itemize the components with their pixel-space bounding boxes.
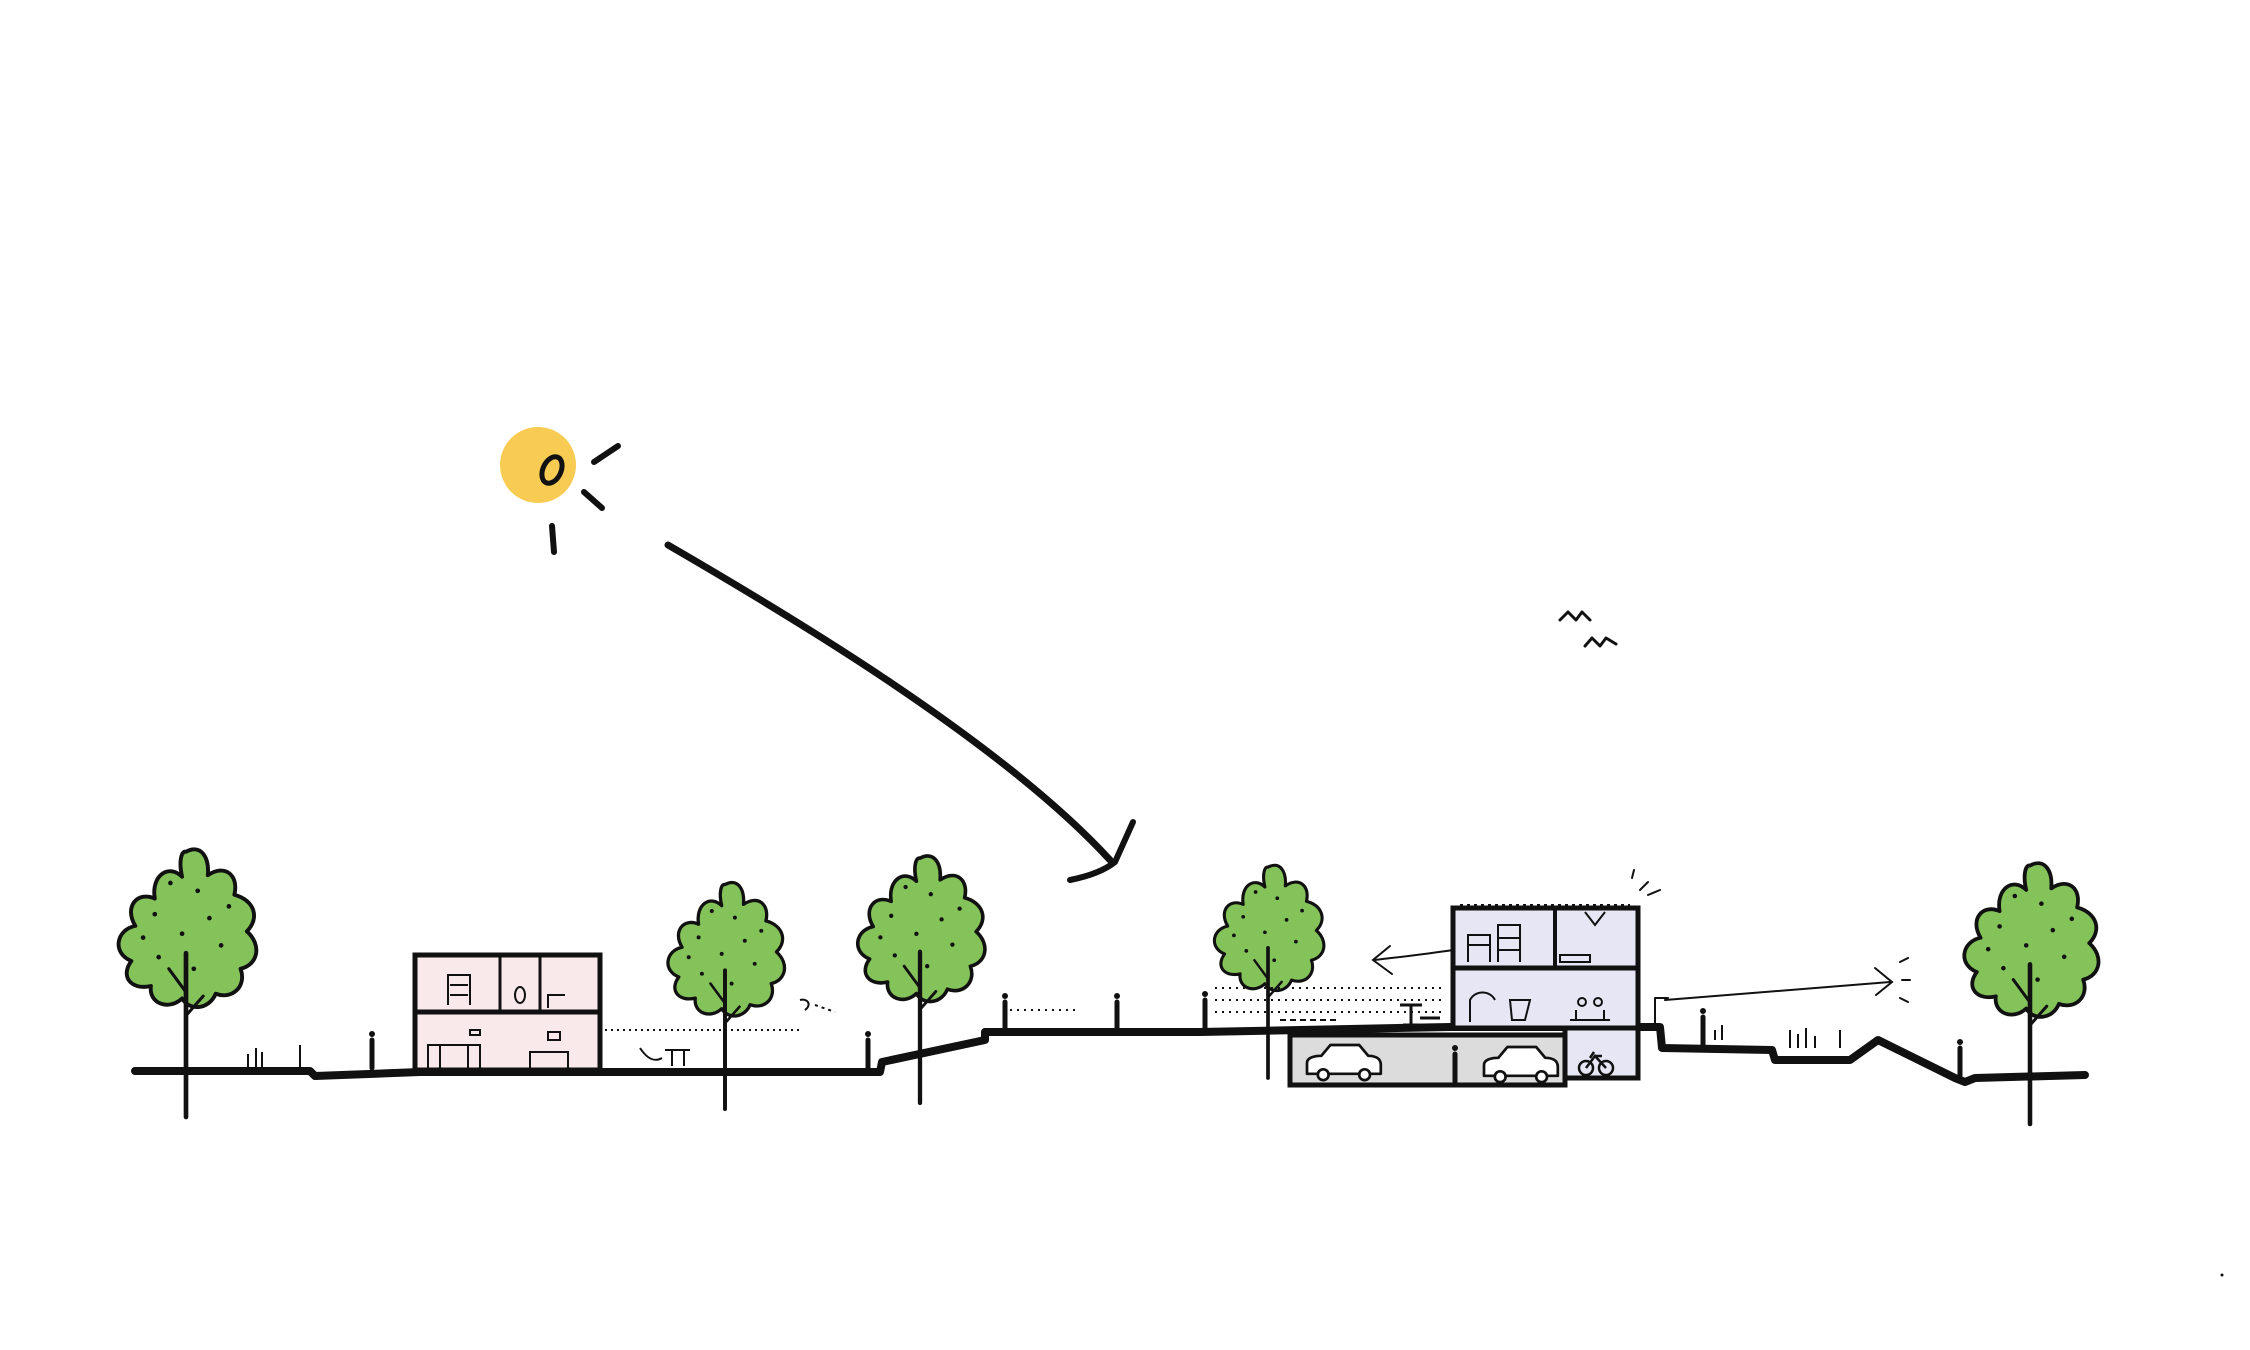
birds-icon: [1558, 610, 1618, 648]
plant-icon: [1714, 1025, 1841, 1048]
building-icon: [1287, 869, 1661, 1088]
tree-icon: [858, 856, 985, 1103]
sun-icon: [500, 427, 621, 555]
house-icon: [412, 952, 603, 1073]
plant-icon: [247, 998, 836, 1068]
bench-icon: [1400, 1003, 1440, 1027]
plant-icon: [1010, 987, 1445, 1021]
air-flow-arrow: [1371, 945, 1911, 1026]
tree-icon: [119, 849, 257, 1117]
ink-dot: [2220, 1273, 2224, 1277]
sunlight-arrow: [664, 541, 1136, 883]
bicycle-icon: [1577, 1051, 1615, 1077]
tree-icon: [1964, 863, 2098, 1124]
